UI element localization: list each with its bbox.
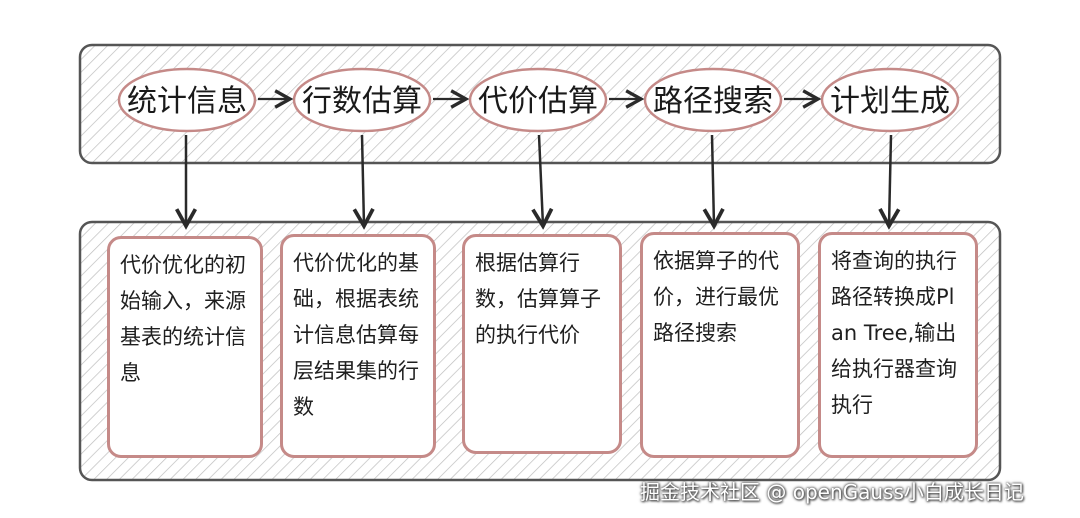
description-text: 代价优化的基础，根据表统计信息估算每层结果集的行数	[293, 251, 419, 419]
description-text: 代价优化的初始输入，来源基表的统计信息	[120, 253, 246, 385]
down-arrow-4	[712, 134, 714, 226]
down-arrow-3	[539, 134, 543, 226]
description-box-3: 根据估算行数，估算算子的执行代价	[462, 234, 622, 454]
stage-node-4: 路径搜索	[643, 67, 783, 133]
stage-label: 行数估算	[302, 84, 422, 119]
stage-node-1: 统计信息	[117, 67, 257, 133]
down-arrow-2	[362, 134, 364, 226]
stage-node-outline	[468, 67, 608, 133]
description-text: 根据估算行数，估算算子的执行代价	[475, 251, 601, 347]
watermark: 掘金技术社区 @ openGauss小白成长日记	[640, 480, 1024, 504]
description-box-4: 依据算子的代价，进行最优路径搜索	[640, 232, 800, 458]
description-box-5: 将查询的执行路径转换成Plan Tree,输出给执行器查询执行	[818, 232, 978, 458]
description-text: 依据算子的代价，进行最优路径搜索	[653, 249, 779, 345]
down-arrow-5	[889, 134, 891, 226]
stage-label: 计划生成	[830, 84, 950, 119]
stage-node-outline	[820, 67, 960, 133]
stage-node-5: 计划生成	[820, 67, 960, 133]
stage-node-2: 行数估算	[292, 67, 432, 133]
description-box-2: 代价优化的基础，根据表统计信息估算每层结果集的行数	[280, 234, 436, 458]
stage-node-outline	[292, 67, 432, 133]
stage-label: 代价估算	[478, 84, 598, 119]
stage-label: 统计信息	[127, 84, 247, 119]
description-box-1: 代价优化的初始输入，来源基表的统计信息	[107, 236, 263, 458]
stage-node-outline	[117, 67, 257, 133]
description-text: 将查询的执行路径转换成Plan Tree,输出给执行器查询执行	[831, 249, 957, 417]
stage-node-3: 代价估算	[468, 67, 608, 133]
stage-label: 路径搜索	[653, 84, 773, 119]
stage-node-outline	[643, 67, 783, 133]
